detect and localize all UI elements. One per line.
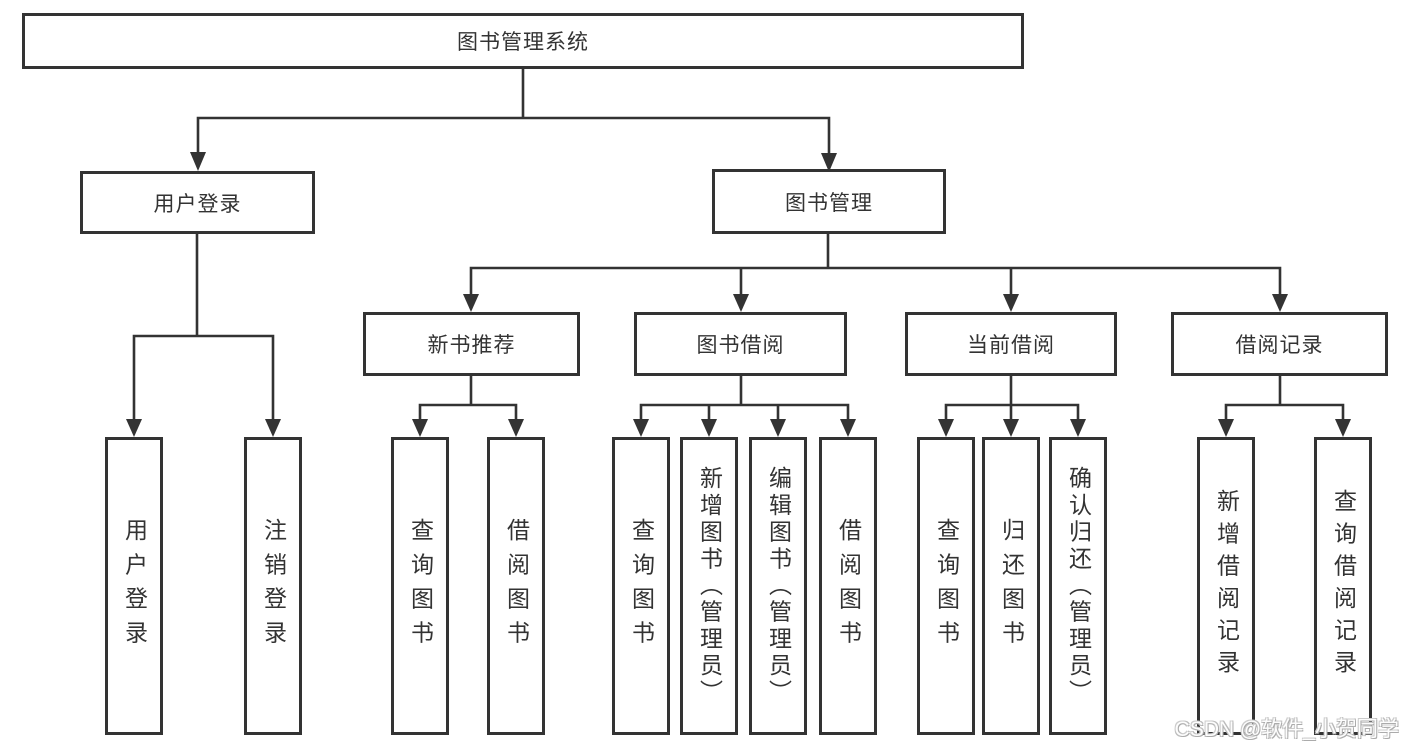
node-current-borrow-label: 当前借阅 <box>967 334 1055 357</box>
leaf-query-book-recommend-label: 查询图书 <box>407 517 434 655</box>
leaf-logout: 注销登录 <box>244 437 302 735</box>
leaf-borrow-book: 借阅图书 <box>819 437 877 735</box>
node-borrow-record: 借阅记录 <box>1171 312 1388 376</box>
node-current-borrow: 当前借阅 <box>905 312 1117 376</box>
arrowheads <box>126 152 1351 437</box>
connector-edges <box>132 67 1345 423</box>
leaf-borrow-book-label: 借阅图书 <box>835 517 862 655</box>
leaf-borrow-book-recommend: 借阅图书 <box>487 437 545 735</box>
node-book-borrow: 图书借阅 <box>634 312 847 376</box>
leaf-query-borrow-record-label: 查询借阅记录 <box>1330 489 1357 683</box>
node-root: 图书管理系统 <box>22 13 1024 69</box>
leaf-logout-label: 注销登录 <box>260 517 287 655</box>
node-root-label: 图书管理系统 <box>457 31 589 54</box>
leaf-add-book-admin-label: 新增图书（管理员） <box>696 465 723 707</box>
leaf-user-login-label: 用户登录 <box>121 517 148 655</box>
leaf-confirm-return-admin: 确认归还（管理员） <box>1049 437 1107 735</box>
leaf-edit-book-admin-label: 编辑图书（管理员） <box>765 465 792 707</box>
leaf-edit-book-admin: 编辑图书（管理员） <box>749 437 807 735</box>
node-user-login: 用户登录 <box>80 171 315 234</box>
leaf-return-book-label: 归还图书 <box>998 517 1025 655</box>
leaf-add-borrow-record: 新增借阅记录 <box>1197 437 1255 735</box>
leaf-query-book-recommend: 查询图书 <box>391 437 449 735</box>
leaf-user-login: 用户登录 <box>105 437 163 735</box>
node-book-borrow-label: 图书借阅 <box>696 334 785 357</box>
node-borrow-record-label: 借阅记录 <box>1235 334 1324 357</box>
leaf-query-book-borrow: 查询图书 <box>612 437 670 735</box>
leaf-add-book-admin: 新增图书（管理员） <box>680 437 738 735</box>
node-new-book-recommend-label: 新书推荐 <box>427 334 516 357</box>
node-user-login-label: 用户登录 <box>153 192 242 216</box>
leaf-query-book-borrow-label: 查询图书 <box>628 517 655 655</box>
leaf-return-book: 归还图书 <box>982 437 1040 735</box>
leaf-query-borrow-record: 查询借阅记录 <box>1314 437 1372 735</box>
leaf-add-borrow-record-label: 新增借阅记录 <box>1213 489 1240 683</box>
node-new-book-recommend: 新书推荐 <box>363 312 580 376</box>
leaf-borrow-book-recommend-label: 借阅图书 <box>503 517 530 655</box>
leaf-query-book-current: 查询图书 <box>917 437 975 735</box>
leaf-query-book-current-label: 查询图书 <box>933 517 960 655</box>
node-book-management: 图书管理 <box>712 169 946 234</box>
node-book-management-label: 图书管理 <box>785 191 873 215</box>
leaf-confirm-return-admin-label: 确认归还（管理员） <box>1065 465 1092 707</box>
